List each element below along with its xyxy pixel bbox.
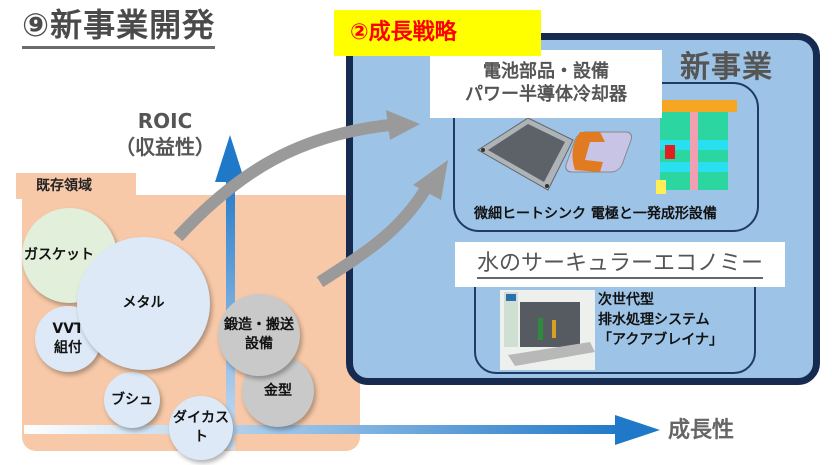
water-treatment-machine-image [500,290,595,370]
strategy-badge: ②成長戦略 [334,10,541,56]
water-title: 水のサーキュラーエコノミー [476,251,763,279]
bubble-metal: メタル [77,237,210,370]
x-axis-arrowhead [615,415,660,445]
battery-title-line2: パワー半導体冷却器 [465,84,627,105]
y-axis-label-line1: ROIC [137,109,193,133]
water-caption-line1: 次世代型 [598,292,654,308]
water-title-box: 水のサーキュラーエコノミー [455,242,785,287]
water-caption-line3: 「アクアブレイナ」 [598,332,724,348]
y-axis-arrowhead [215,135,245,182]
bubble-forging: 鍛造・搬送 設備 [218,294,300,376]
water-caption-line2: 排水処理システム [598,312,710,328]
bubble-vvt-label2: 組付 [54,340,82,356]
page-title: ⑨新事業開発 [22,6,216,49]
bubble-bush: ブシュ [104,372,160,428]
battery-caption: 微細ヒートシンク 電極と一発成形設備 [474,206,717,222]
electrode-image [565,131,633,173]
bubble-forging-label: 鍛造・搬送 [224,317,294,333]
existing-domain-label: 既存領域 [16,173,136,199]
bubble-bush-label: ブシュ [111,391,153,408]
water-caption: 次世代型 排水処理システム 「アクアブレイナ」 [598,290,723,350]
bubble-diecast-label: ダイカスト [173,410,229,445]
bubble-forging-label2: 設備 [245,336,273,352]
heatsink-image [477,117,574,191]
bubble-diecast: ダイカスト [169,396,233,460]
bubble-gasket-label: ガスケット [24,247,94,263]
bubble-metal-label: メタル [122,295,165,311]
bubble-vvt-label: VVT [52,321,84,337]
mold-equipment-image [652,100,737,194]
new-business-label: 新事業 [680,50,773,85]
y-axis-label-line2: （収益性） [115,135,215,159]
growth-arrowhead-lower [413,160,448,200]
growth-arrowhead-upper [386,110,420,140]
battery-title-line1: 電池部品・設備 [483,61,609,82]
x-axis-line [24,425,624,434]
x-axis-label: 成長性 [668,418,735,443]
y-axis-label: ROIC （収益性） [115,108,215,160]
battery-title-box: 電池部品・設備 パワー半導体冷却器 [430,50,662,118]
growth-arrow-lower [316,186,431,288]
growth-arrow-upper [173,119,391,242]
bubble-mold-label: 金型 [264,382,292,399]
